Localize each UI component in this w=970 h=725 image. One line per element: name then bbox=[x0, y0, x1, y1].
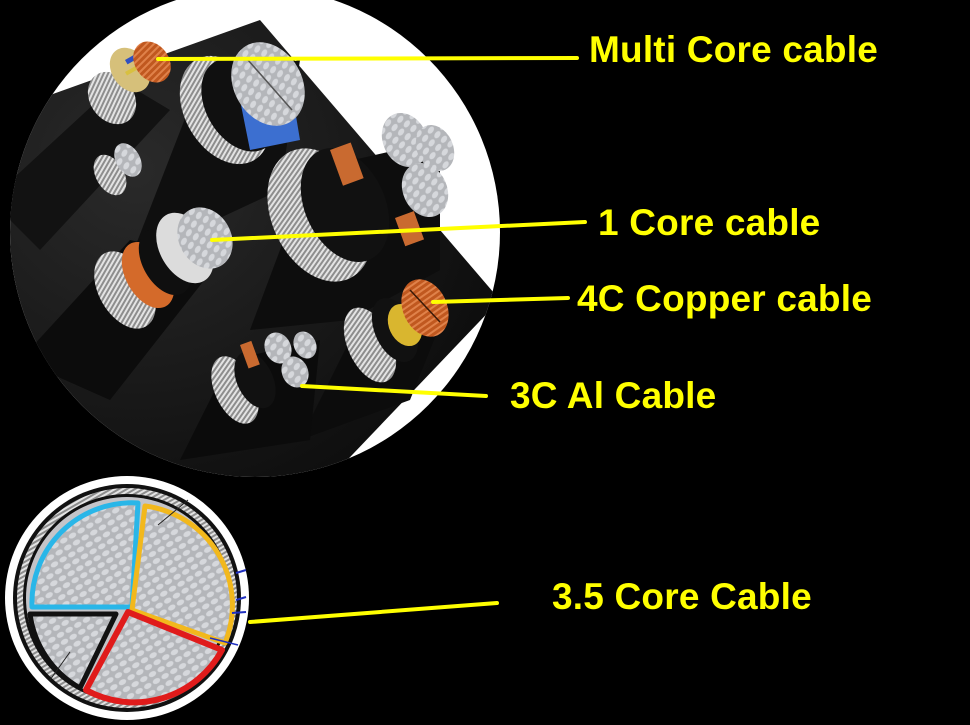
label-three-c-al-cable: 3C Al Cable bbox=[510, 375, 717, 416]
core-red bbox=[83, 609, 225, 706]
leader-lines bbox=[156, 56, 587, 624]
label-multi-core-cable: Multi Core cable bbox=[589, 29, 878, 70]
leader-line-multi-core bbox=[156, 56, 579, 61]
leader-line-four-c-copper bbox=[431, 296, 570, 304]
small-single-core-illustration bbox=[93, 143, 142, 196]
four-core-copper-cable-illustration bbox=[300, 279, 450, 440]
cable-photo bbox=[10, 0, 500, 477]
label-one-core-cable: 1 Core cable bbox=[598, 202, 821, 243]
leader-line-three-five-core bbox=[248, 601, 499, 624]
leader-line-one-core bbox=[210, 220, 587, 242]
label-four-c-copper-cable: 4C Copper cable bbox=[577, 278, 872, 319]
three-point-five-core-cross-section bbox=[5, 476, 249, 720]
label-three-five-core-cable: 3.5 Core Cable bbox=[552, 576, 812, 617]
one-core-cable-illustration bbox=[20, 207, 233, 400]
multi-core-cable-illustration bbox=[10, 41, 171, 250]
leader-line-three-c-al bbox=[300, 384, 488, 398]
four-core-al-cable-illustration bbox=[130, 42, 305, 260]
core-neutral-black bbox=[27, 611, 119, 691]
three-core-al-cable-illustration bbox=[180, 331, 320, 460]
core-blue bbox=[29, 500, 141, 610]
